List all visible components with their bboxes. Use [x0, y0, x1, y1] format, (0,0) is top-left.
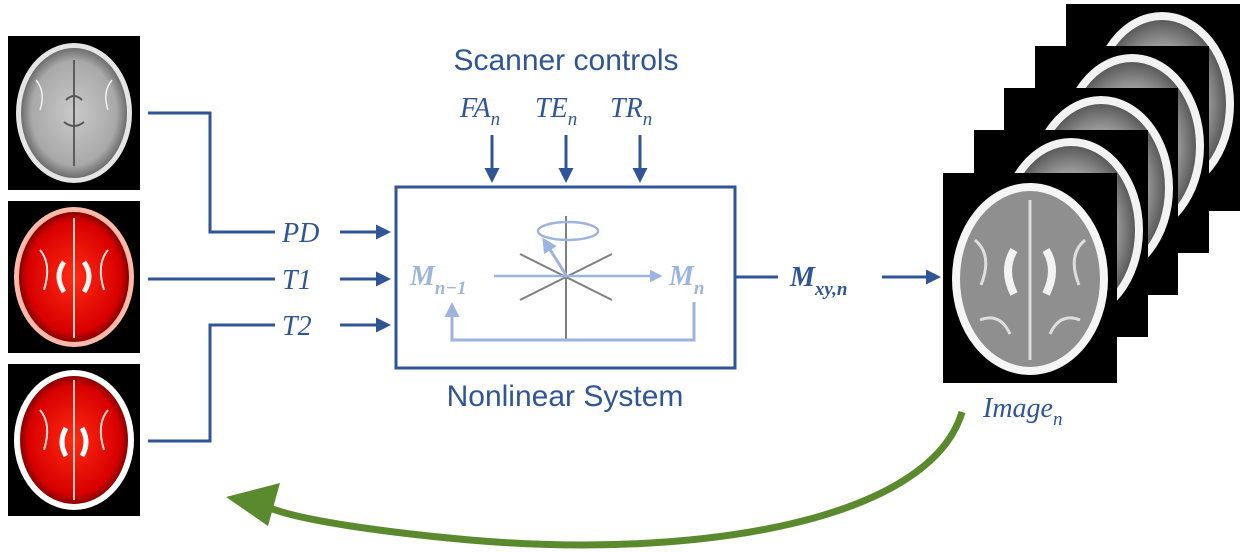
param-tr: TRn	[610, 93, 652, 130]
rotation-arrow-icon	[536, 220, 600, 276]
param-fa: FAn	[459, 93, 500, 130]
input-label-t2: T2	[282, 311, 312, 342]
output-label: Mxy,n	[789, 262, 847, 300]
nonlinear-system-caption: Nonlinear System	[447, 380, 684, 413]
image-frame-front	[943, 173, 1117, 383]
input-wires	[148, 111, 391, 443]
input-label-t1: T1	[282, 265, 312, 296]
pd-map-image	[8, 36, 140, 190]
image-label: Imagen	[982, 393, 1062, 430]
t1-map-image	[8, 201, 140, 353]
feedback-arrow	[268, 410, 966, 549]
param-te: TEn	[535, 93, 577, 130]
input-label-pd: PD	[281, 218, 319, 249]
state-feedback-arrow	[444, 302, 696, 342]
image-stack	[943, 4, 1240, 383]
t2-map-image	[8, 364, 140, 516]
control-arrows	[484, 135, 648, 183]
feedback-arrow-head	[226, 483, 280, 526]
scanner-controls-title: Scanner controls	[453, 44, 678, 77]
state-prev-label: Mn−1	[409, 261, 467, 299]
state-next-label: Mn	[668, 261, 704, 299]
